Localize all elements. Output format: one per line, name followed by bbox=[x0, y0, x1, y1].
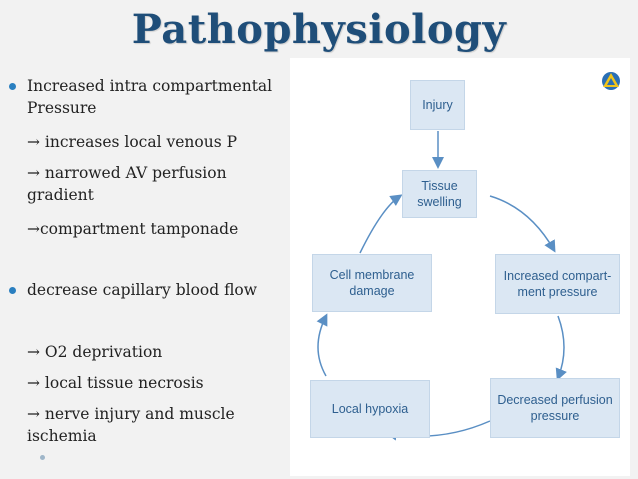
bullet-text: → O2 deprivation bbox=[27, 343, 163, 361]
bullet-text: → increases local venous P bbox=[27, 133, 237, 151]
node-increased-pressure: Increased compart- ment pressure bbox=[495, 254, 620, 314]
node-increased-label-1: Increased compart- bbox=[503, 269, 612, 283]
node-injury: Injury bbox=[410, 80, 465, 130]
node-membrane-label-1: Cell membrane bbox=[329, 268, 415, 282]
bullet-dot-empty bbox=[40, 455, 45, 460]
arrow-pressure-to-perfusion bbox=[555, 315, 567, 381]
bullet-text: Increased intra compartmental bbox=[27, 77, 273, 95]
bullet-dot bbox=[9, 83, 16, 90]
bullet-text: ischemia bbox=[27, 427, 97, 445]
node-membrane-label-2: damage bbox=[349, 284, 395, 298]
node-tissue-swelling: Tissue swelling bbox=[402, 170, 477, 218]
bullet-text: gradient bbox=[27, 186, 94, 204]
bullet-text: →compartment tamponade bbox=[27, 220, 239, 238]
bullet-text: decrease capillary blood flow bbox=[27, 281, 258, 299]
node-swelling-label-1: Tissue bbox=[421, 179, 458, 193]
node-cell-membrane: Cell membrane damage bbox=[312, 254, 432, 312]
bullet-text: Pressure bbox=[27, 99, 97, 117]
node-decreased-perfusion: Decreased perfusion pressure bbox=[490, 378, 620, 438]
node-decreased-label-1: Decreased perfusion bbox=[497, 393, 613, 407]
arrow-membrane-to-swelling bbox=[359, 194, 403, 254]
bullet-text: → narrowed AV perfusion bbox=[27, 164, 227, 182]
node-hypoxia-label: Local hypoxia bbox=[331, 402, 409, 416]
cycle-diagram: Injury Tissue swelling Increased compart… bbox=[290, 58, 630, 476]
bullet-text: → nerve injury and muscle bbox=[27, 405, 235, 423]
node-local-hypoxia: Local hypoxia bbox=[310, 380, 430, 438]
arrow-hypoxia-to-membrane bbox=[316, 313, 328, 377]
triangle-globe-logo-icon bbox=[602, 72, 620, 90]
bullet-dot bbox=[9, 287, 16, 294]
node-increased-label-2: ment pressure bbox=[517, 285, 598, 299]
arrow-swelling-to-pressure bbox=[489, 195, 556, 253]
node-swelling-label-2: swelling bbox=[417, 195, 462, 209]
node-decreased-label-2: pressure bbox=[530, 409, 580, 423]
node-injury-label: Injury bbox=[422, 98, 453, 112]
slide-title: Pathophysiology bbox=[131, 6, 507, 53]
bullet-text: → local tissue necrosis bbox=[27, 374, 204, 392]
